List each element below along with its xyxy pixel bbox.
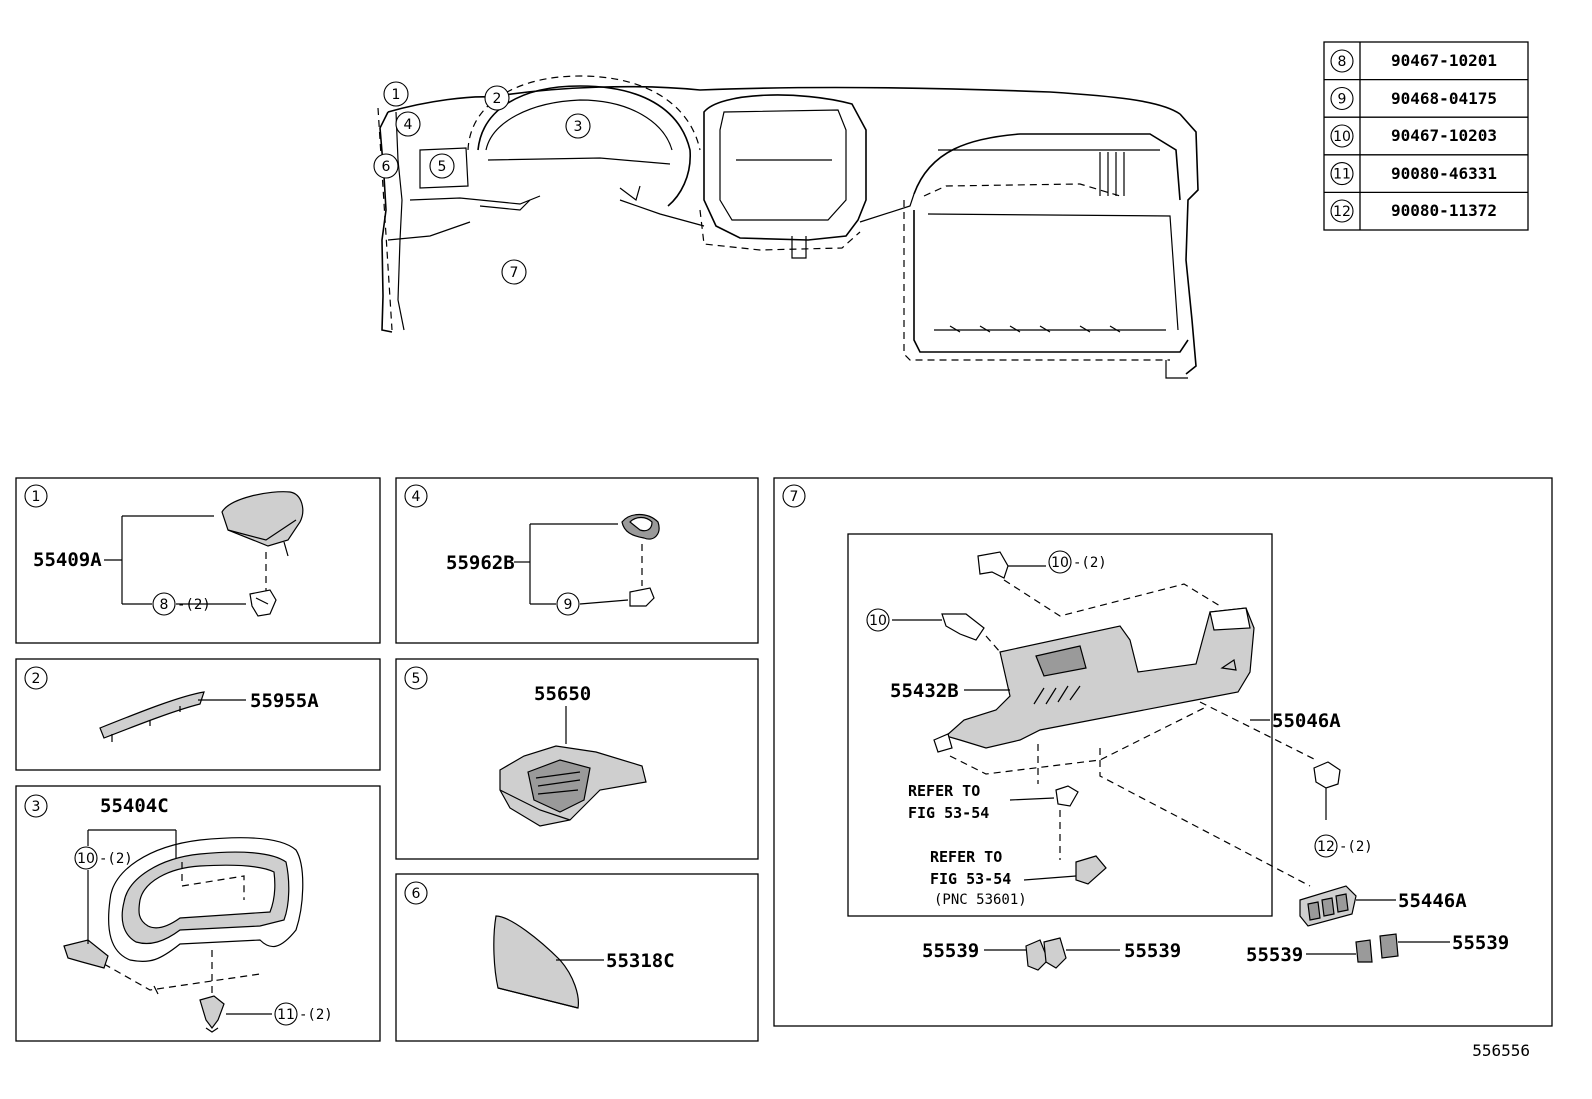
svg-text:-(2): -(2) xyxy=(177,597,211,613)
svg-text:2: 2 xyxy=(493,91,502,107)
svg-text:5: 5 xyxy=(412,671,421,687)
svg-text:FIG 53-54: FIG 53-54 xyxy=(908,804,989,822)
svg-text:8: 8 xyxy=(1338,54,1347,70)
table-row[interactable]: 11 90080-46331 xyxy=(1330,162,1497,186)
svg-text:7: 7 xyxy=(790,489,799,505)
svg-text:-(2): -(2) xyxy=(299,1007,333,1023)
table-row[interactable]: 10 90467-10203 xyxy=(1330,124,1497,148)
part-label-55409A[interactable]: 55409A xyxy=(33,549,102,571)
svg-text:-(2): -(2) xyxy=(99,851,133,867)
svg-text:10: 10 xyxy=(77,851,95,867)
svg-text:11: 11 xyxy=(277,1007,295,1023)
svg-text:9: 9 xyxy=(564,597,573,613)
fastener-callout[interactable]: 10 -(2) xyxy=(74,846,133,870)
part-label-55539[interactable]: 55539 xyxy=(1452,932,1509,954)
svg-text:90468-04175: 90468-04175 xyxy=(1391,89,1497,108)
panel-3: 3 xyxy=(15,785,381,1042)
svg-text:90080-11372: 90080-11372 xyxy=(1391,201,1497,220)
panel-1: 1 xyxy=(15,477,381,644)
callout-6[interactable]: 6 xyxy=(373,153,399,179)
part-label-55432B[interactable]: 55432B xyxy=(890,680,959,702)
svg-text:90467-10201: 90467-10201 xyxy=(1391,51,1497,70)
svg-text:1: 1 xyxy=(32,489,41,505)
part-label-55539[interactable]: 55539 xyxy=(922,940,979,962)
fastener-table xyxy=(1323,41,1529,231)
refer-note-2[interactable]: REFER TO FIG 53-54 (PNC 53601) xyxy=(930,848,1027,908)
svg-text:3: 3 xyxy=(574,119,583,135)
svg-text:10: 10 xyxy=(869,613,887,629)
panel-4: 4 xyxy=(395,477,759,644)
fastener-callout[interactable]: 10 -(2) xyxy=(1048,550,1107,574)
svg-text:2: 2 xyxy=(32,671,41,687)
callout-4[interactable]: 4 xyxy=(395,111,421,137)
svg-text:FIG 53-54: FIG 53-54 xyxy=(930,870,1011,888)
part-label-55046A[interactable]: 55046A xyxy=(1272,710,1341,732)
svg-text:REFER TO: REFER TO xyxy=(930,848,1002,866)
fastener-callout[interactable]: 12 -(2) xyxy=(1314,834,1373,858)
callout-5[interactable]: 5 xyxy=(429,153,455,179)
svg-text:5: 5 xyxy=(438,159,447,175)
svg-text:11: 11 xyxy=(1333,167,1351,183)
fastener-callout[interactable]: 11 -(2) xyxy=(274,1002,333,1026)
svg-text:-(2): -(2) xyxy=(1339,839,1373,855)
part-label-55955A[interactable]: 55955A xyxy=(250,690,319,712)
dashboard-overview xyxy=(377,75,1199,379)
svg-text:6: 6 xyxy=(382,159,391,175)
svg-text:REFER TO: REFER TO xyxy=(908,782,980,800)
svg-text:7: 7 xyxy=(510,265,519,281)
table-row[interactable]: 12 90080-11372 xyxy=(1330,199,1497,223)
fastener-callout[interactable]: 9 xyxy=(556,592,580,616)
svg-text:90467-10203: 90467-10203 xyxy=(1391,126,1497,145)
svg-text:9: 9 xyxy=(1338,92,1347,108)
callout-7[interactable]: 7 xyxy=(501,259,527,285)
panel-7: 7 xyxy=(773,477,1553,1027)
svg-text:1: 1 xyxy=(392,87,401,103)
svg-text:6: 6 xyxy=(412,886,421,902)
diagram-id: 556556 xyxy=(1472,1041,1530,1060)
panel-6: 6 xyxy=(395,873,759,1042)
svg-text:12: 12 xyxy=(1317,839,1335,855)
table-row[interactable]: 9 90468-04175 xyxy=(1330,86,1497,111)
svg-text:90080-46331: 90080-46331 xyxy=(1391,164,1497,183)
table-row[interactable]: 8 90467-10201 xyxy=(1330,49,1497,73)
svg-text:4: 4 xyxy=(404,117,413,133)
svg-text:(PNC 53601): (PNC 53601) xyxy=(934,892,1027,908)
svg-text:10: 10 xyxy=(1333,129,1351,145)
svg-text:8: 8 xyxy=(160,597,169,613)
part-label-55539[interactable]: 55539 xyxy=(1124,940,1181,962)
part-label-55962B[interactable]: 55962B xyxy=(446,552,515,574)
svg-text:3: 3 xyxy=(32,799,41,815)
refer-note-1[interactable]: REFER TO FIG 53-54 xyxy=(908,782,989,822)
fastener-callout[interactable]: 10 xyxy=(866,608,890,632)
svg-text:12: 12 xyxy=(1333,204,1351,220)
part-label-55539[interactable]: 55539 xyxy=(1246,944,1303,966)
fastener-callout[interactable]: 8 -(2) xyxy=(152,592,211,616)
panel-2: 2 xyxy=(15,658,381,771)
part-label-55404C[interactable]: 55404C xyxy=(100,795,169,817)
part-label-55650[interactable]: 55650 xyxy=(534,683,591,705)
callout-2[interactable]: 2 xyxy=(484,85,510,111)
callout-1[interactable]: 1 xyxy=(383,81,409,107)
svg-text:4: 4 xyxy=(412,489,421,505)
panel-5: 5 xyxy=(395,658,759,860)
callout-3[interactable]: 3 xyxy=(565,113,591,139)
svg-text:-(2): -(2) xyxy=(1073,555,1107,571)
part-label-55446A[interactable]: 55446A xyxy=(1398,890,1467,912)
svg-text:10: 10 xyxy=(1051,555,1069,571)
part-label-55318C[interactable]: 55318C xyxy=(606,950,675,972)
